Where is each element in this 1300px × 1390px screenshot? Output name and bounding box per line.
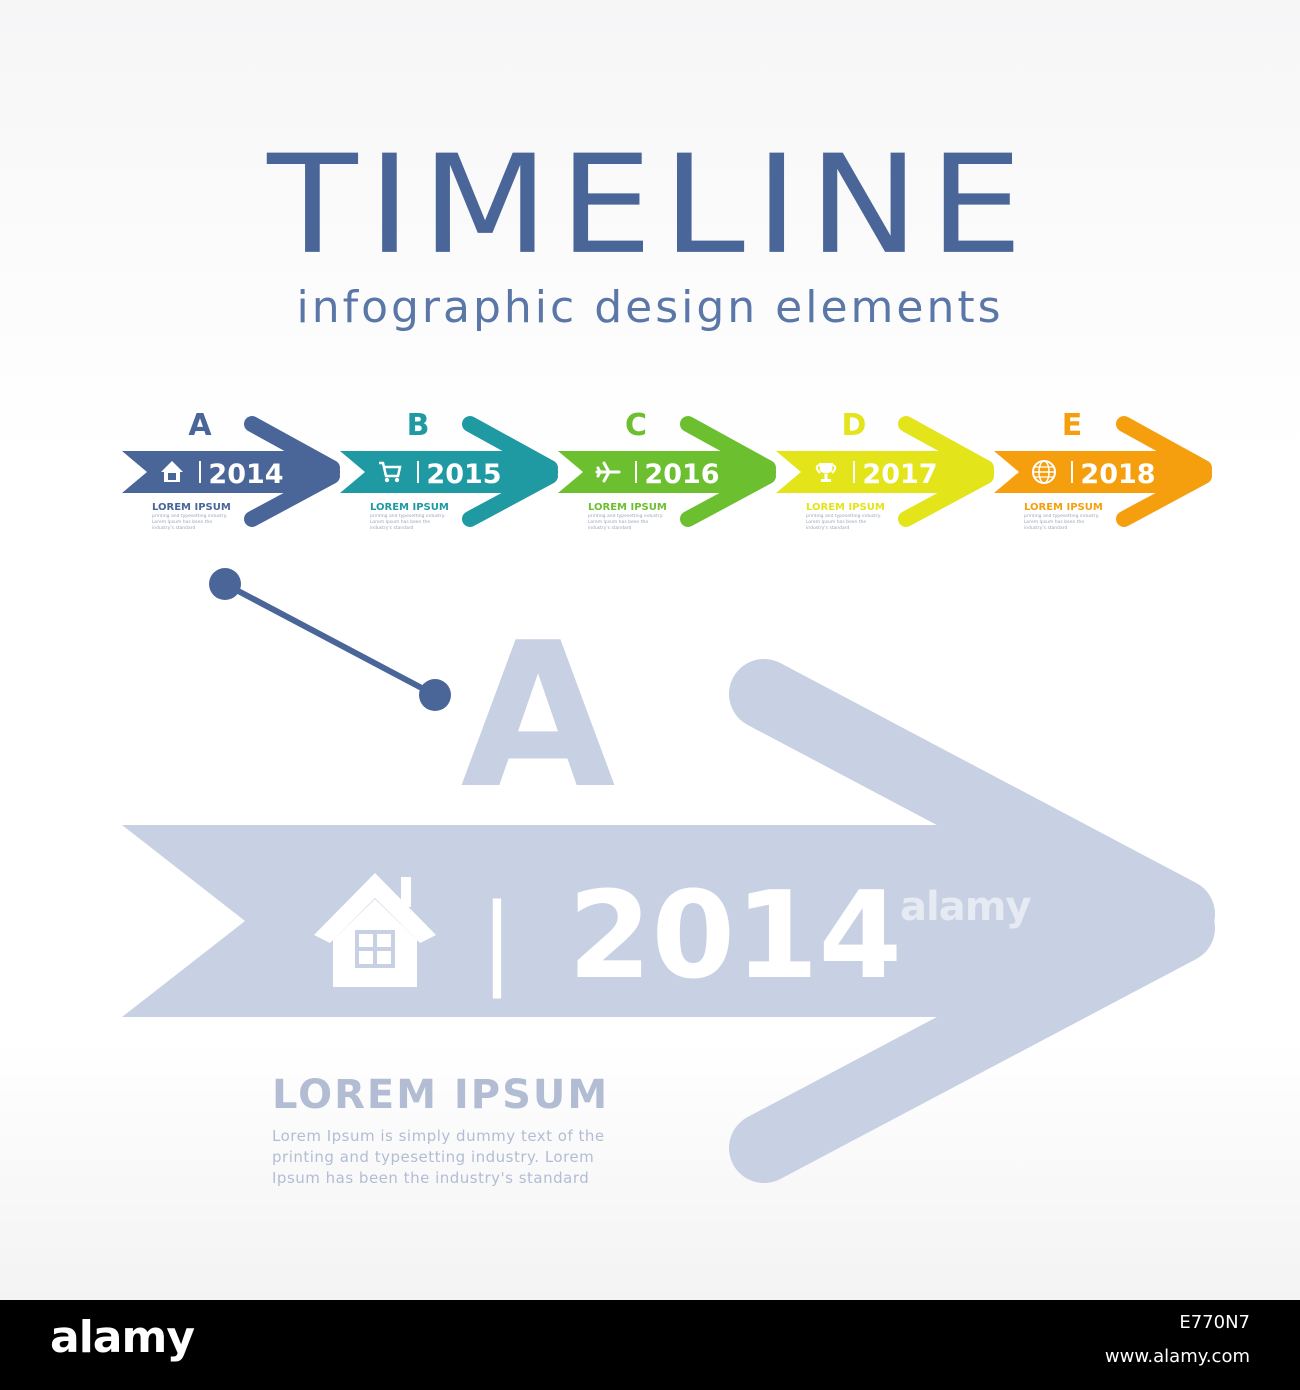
step-label: LOREM IPSUM [152, 502, 231, 513]
connector-line [209, 568, 451, 711]
site-url: www.alamy.com [1104, 1346, 1250, 1367]
detail-description: Lorem Ipsum is simply dummy text of the … [272, 1127, 605, 1187]
step-description: printing and typesetting industry. Lorem… [370, 514, 446, 531]
step-label: LOREM IPSUM [806, 502, 885, 513]
step-description: printing and typesetting industry. Lorem… [806, 514, 882, 531]
step-letter: A [188, 408, 212, 443]
house-icon [314, 873, 436, 987]
step-year: 2018 [1080, 459, 1155, 490]
page-title: TIMELINE [267, 125, 1033, 285]
brand-logo: alamy [50, 1312, 195, 1363]
globe-icon [1032, 460, 1056, 484]
step-year: 2015 [426, 459, 501, 490]
arrow-body [558, 451, 743, 493]
step-label: LOREM IPSUM [1024, 502, 1103, 513]
image-id: E770N7 [1179, 1312, 1250, 1333]
detail-label: LOREM IPSUM [272, 1072, 610, 1118]
step-description: printing and typesetting industry. Lorem… [152, 514, 228, 531]
connector-end-dot [419, 679, 451, 711]
detail-separator: | [480, 882, 514, 999]
arrow-tip [738, 451, 776, 493]
step-letter: E [1062, 408, 1083, 443]
airplane-icon [595, 461, 621, 483]
step-label: LOREM IPSUM [588, 502, 667, 513]
step-label: LOREM IPSUM [370, 502, 449, 513]
step-description: printing and typesetting industry. Lorem… [1024, 514, 1100, 531]
step-year: 2017 [862, 459, 937, 490]
step-description: printing and typesetting industry. Lorem… [588, 514, 664, 531]
arrow-tip [302, 451, 340, 493]
infographic-canvas: TIMELINE infographic design elements A 2… [0, 0, 1300, 1300]
detail-arrow: A | 2014 [122, 600, 1215, 1183]
page-subtitle: infographic design elements [296, 282, 1004, 333]
footer-bar: alamy E770N7 www.alamy.com [0, 1300, 1300, 1390]
step-letter: B [407, 408, 430, 443]
arrow-body [122, 451, 307, 493]
detail-year: 2014 [568, 867, 902, 1006]
arrow-tip [956, 451, 994, 493]
step-letter: D [842, 408, 867, 443]
house-icon [161, 461, 183, 482]
arrow-body [340, 451, 525, 493]
watermark-center: alamy [900, 884, 1031, 930]
step-year: 2014 [208, 459, 283, 490]
step-letter: C [625, 408, 647, 443]
arrow-body [776, 451, 961, 493]
step-year: 2016 [644, 459, 719, 490]
arrow-tip [1174, 451, 1212, 493]
arrow-tip [520, 451, 558, 493]
detail-letter: A [461, 600, 616, 833]
trophy-icon [815, 463, 837, 482]
connector-start-dot [209, 568, 241, 600]
cart-icon [379, 461, 402, 483]
